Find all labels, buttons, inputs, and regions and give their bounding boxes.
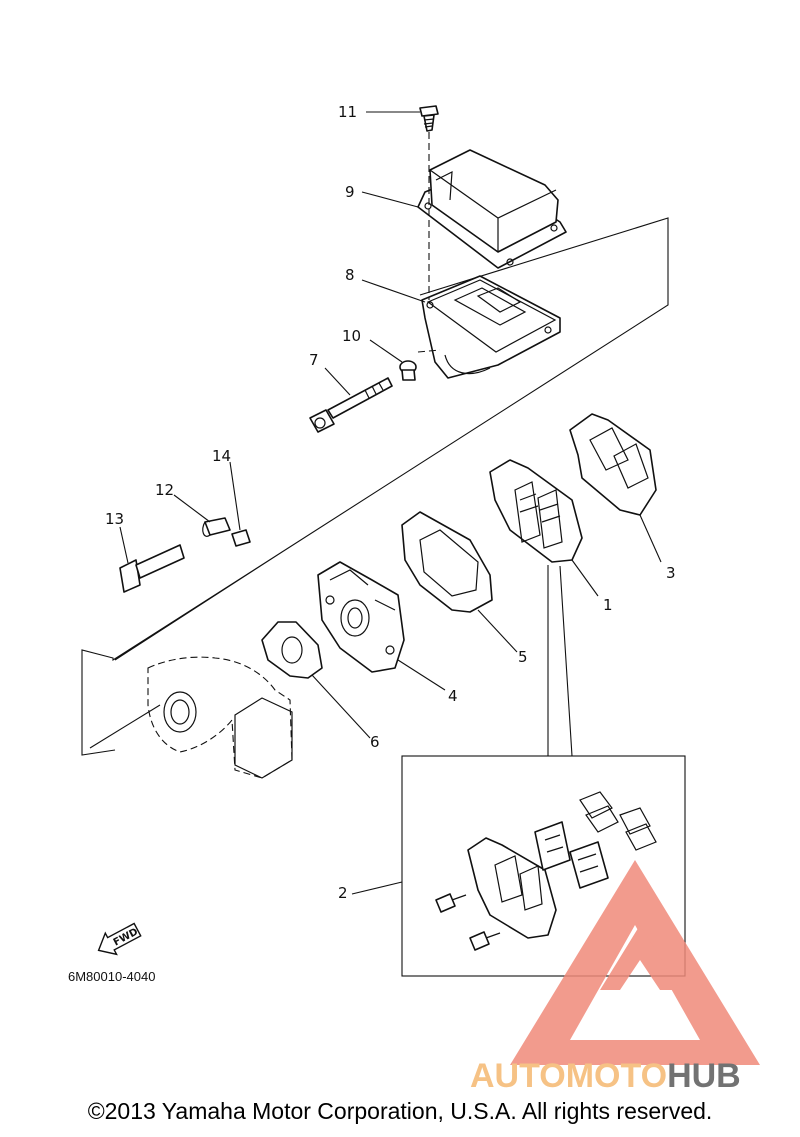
alignment-line xyxy=(417,132,441,353)
label-part-13: 13 xyxy=(105,510,124,528)
part-9-cover xyxy=(417,149,567,269)
watermark-logo: AUTOMOTOHUB xyxy=(470,860,760,1095)
part-4-adapter xyxy=(317,561,405,673)
label-part-14: 14 xyxy=(212,447,231,465)
part-10-plug xyxy=(399,360,417,381)
label-part-6: 6 xyxy=(370,733,380,751)
watermark-brand-part1: AUTOMOTO xyxy=(470,1057,667,1095)
label-part-3: 3 xyxy=(666,564,676,582)
label-part-5: 5 xyxy=(518,648,528,666)
watermark-brand-part2: HUB xyxy=(667,1057,741,1095)
label-part-9: 9 xyxy=(345,183,355,201)
label-part-7: 7 xyxy=(309,351,319,369)
watermark-brand: AUTOMOTOHUB xyxy=(470,1057,741,1095)
part-13-knob xyxy=(119,544,185,593)
label-part-10: 10 xyxy=(342,327,361,345)
part-11-screw xyxy=(419,105,439,132)
part-14-bracket xyxy=(231,529,251,547)
part-7-bolt xyxy=(309,377,393,433)
part-3-gasket xyxy=(569,413,657,516)
leader-lines xyxy=(119,111,662,895)
part-12-clip xyxy=(202,517,231,537)
label-part-11: 11 xyxy=(338,103,357,121)
watermark-triangle-icon xyxy=(510,860,760,1065)
label-part-1: 1 xyxy=(603,596,613,614)
part-1-reed-plate xyxy=(489,459,583,563)
label-part-12: 12 xyxy=(155,481,174,499)
drawing-code: 6M80010-4040 xyxy=(68,969,155,984)
part-6-gasket xyxy=(261,621,323,679)
fwd-arrow-icon: FWD xyxy=(97,922,142,956)
label-part-2: 2 xyxy=(338,884,348,902)
part-8-housing xyxy=(421,275,561,379)
engine-block-sketch xyxy=(89,656,293,779)
label-part-4: 4 xyxy=(448,687,458,705)
copyright-footer: ©2013 Yamaha Motor Corporation, U.S.A. A… xyxy=(87,1098,713,1124)
assembly-outline xyxy=(81,217,669,756)
label-part-8: 8 xyxy=(345,266,355,284)
part-5-gasket xyxy=(401,511,493,613)
part-2-kit-inset xyxy=(401,565,686,977)
